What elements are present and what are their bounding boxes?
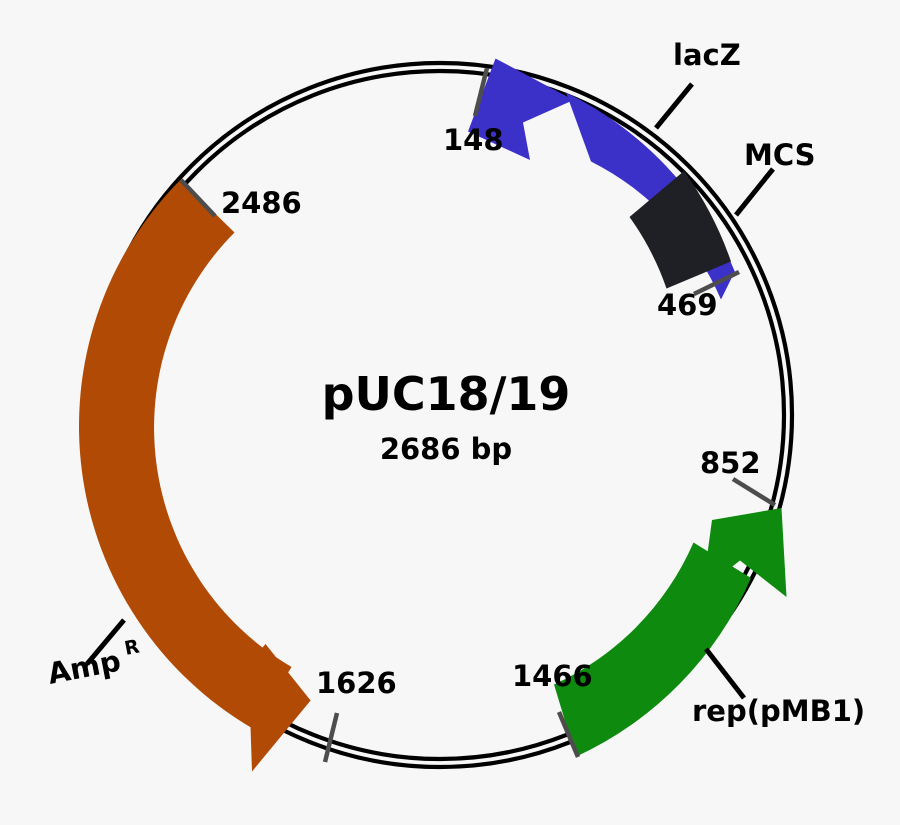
tick-148 <box>472 67 490 117</box>
rep-leader-line <box>704 647 746 700</box>
tick-1466 <box>556 711 581 758</box>
feature-ampr[interactable] <box>79 179 311 772</box>
feature-rep-pmb1[interactable] <box>554 508 787 757</box>
lacz-arrow-head <box>468 58 574 160</box>
lacz-leader-line <box>654 82 694 130</box>
ampr-arrow-head <box>217 644 311 772</box>
feature-label-ampr-superscript: R <box>123 635 142 659</box>
feature-label-lacz: lacZ <box>673 38 741 72</box>
position-label-2486: 2486 <box>221 186 302 220</box>
rep-arrow-head <box>702 508 787 597</box>
position-label-852: 852 <box>700 446 761 480</box>
feature-label-rep-pmb1: rep(pMB1) <box>692 694 865 728</box>
tick-852 <box>731 477 777 507</box>
tick-2486 <box>179 178 217 218</box>
feature-label-mcs: MCS <box>744 138 816 172</box>
center-title-group: pUC18/19 2686 bp <box>322 367 571 466</box>
ampr-arrow-body <box>79 179 292 729</box>
feature-labels: lacZ MCS rep(pMB1) Amp R <box>45 38 865 728</box>
mcs-band <box>629 171 731 289</box>
ampr-leader-line <box>85 618 126 666</box>
tick-1626 <box>322 712 340 763</box>
plasmid-title: pUC18/19 <box>322 367 571 421</box>
feature-mcs[interactable] <box>629 167 775 289</box>
position-label-1626: 1626 <box>316 666 397 700</box>
rep-arrow-body <box>554 542 751 757</box>
position-label-1466: 1466 <box>512 659 593 693</box>
position-labels: 148 469 852 1466 1626 2486 <box>221 123 761 700</box>
feature-label-ampr: Amp <box>45 643 124 690</box>
feature-label-ampr-group: Amp R <box>45 635 142 690</box>
position-label-469: 469 <box>657 288 718 322</box>
position-label-148: 148 <box>443 123 504 157</box>
mcs-leader-line <box>734 167 775 217</box>
position-ticks <box>179 67 777 763</box>
plasmid-size-label: 2686 bp <box>380 432 512 466</box>
tick-469 <box>693 269 740 297</box>
